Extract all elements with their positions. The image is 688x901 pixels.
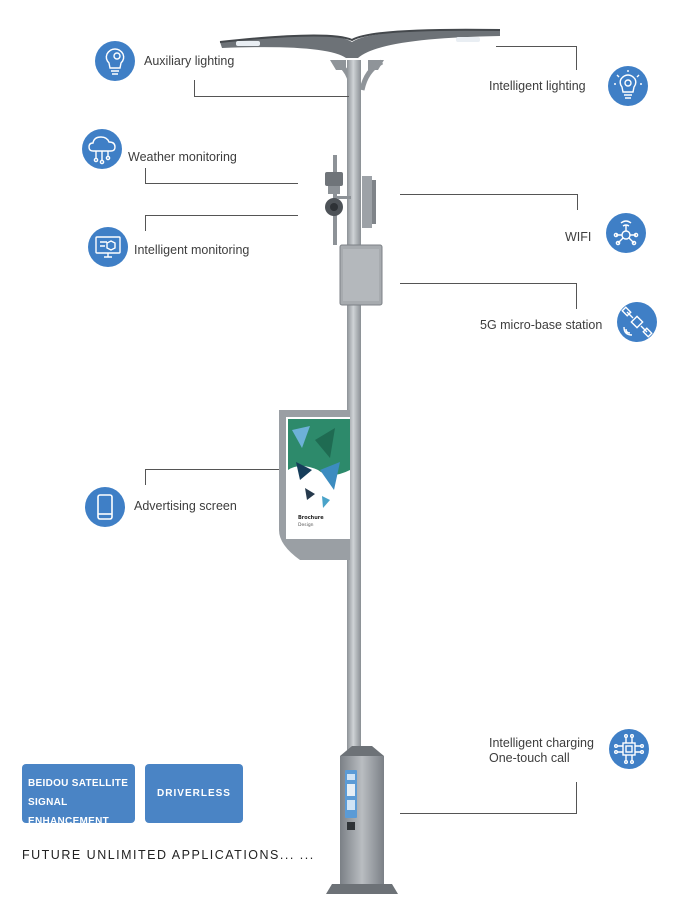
driverless-tag-label: DRIVERLESS	[157, 788, 231, 799]
wifi-antenna	[362, 176, 376, 228]
callout-line-ad-h	[145, 469, 279, 471]
network-icon	[606, 213, 646, 253]
callout-line-5g-v	[576, 283, 578, 309]
label-intelligent-lighting: Intelligent lighting	[489, 79, 586, 93]
callout-line-weather-v	[145, 168, 147, 184]
cloud-network-icon	[82, 129, 122, 169]
beidou-tag-line1: BEIDOU SATELLITE	[28, 778, 129, 789]
bulb-gear-icon	[95, 41, 135, 81]
pole-base	[326, 746, 398, 894]
callout-line-ad-v	[145, 469, 147, 485]
camera-unit	[325, 172, 351, 216]
label-one-touch-call: One-touch call	[489, 751, 570, 765]
base-station-box	[339, 244, 383, 306]
callout-line-wifi-v	[577, 194, 579, 210]
callout-line-aux-h	[194, 96, 349, 98]
label-intelligent-charging: Intelligent charging	[489, 736, 594, 750]
bulb-gear-icon	[608, 66, 648, 106]
label-wifi: WIFI	[565, 230, 592, 244]
screen-title: Brochure	[298, 515, 324, 521]
beidou-tag-line2: SIGNAL ENHANCEMENT	[28, 797, 110, 827]
callout-line-weather-h	[145, 183, 298, 185]
callout-line-charge-h	[400, 813, 577, 815]
footer-text: FUTURE UNLIMITED APPLICATIONS... ...	[22, 848, 315, 862]
satellite-icon	[617, 302, 657, 342]
pole-shaft	[347, 60, 361, 750]
monitor-icon	[88, 227, 128, 267]
label-weather-monitoring: Weather monitoring	[128, 150, 237, 164]
chip-icon	[609, 729, 649, 769]
ad-screen-frame: Brochure Design	[279, 410, 350, 560]
label-5g-micro-base-station: 5G micro-base station	[480, 318, 603, 332]
callout-line-aux-v	[194, 80, 196, 97]
label-auxiliary-lighting: Auxiliary lighting	[144, 54, 235, 68]
callout-line-charge-v	[576, 782, 578, 814]
callout-line-5g-h	[400, 283, 577, 285]
tablet-icon	[85, 487, 125, 527]
beidou-tag: BEIDOU SATELLITE SIGNAL ENHANCEMENT	[22, 764, 135, 827]
callout-line-monitor-v	[145, 215, 147, 231]
callout-line-monitor-h	[145, 215, 298, 217]
label-advertising-screen: Advertising screen	[134, 499, 237, 513]
screen-subtitle: Design	[298, 522, 314, 528]
callout-line-ilight-v	[576, 46, 578, 70]
label-intelligent-monitoring: Intelligent monitoring	[134, 243, 250, 257]
callout-line-wifi-h	[400, 194, 578, 196]
driverless-tag: DRIVERLESS	[145, 764, 243, 823]
callout-line-ilight-h	[496, 46, 577, 48]
